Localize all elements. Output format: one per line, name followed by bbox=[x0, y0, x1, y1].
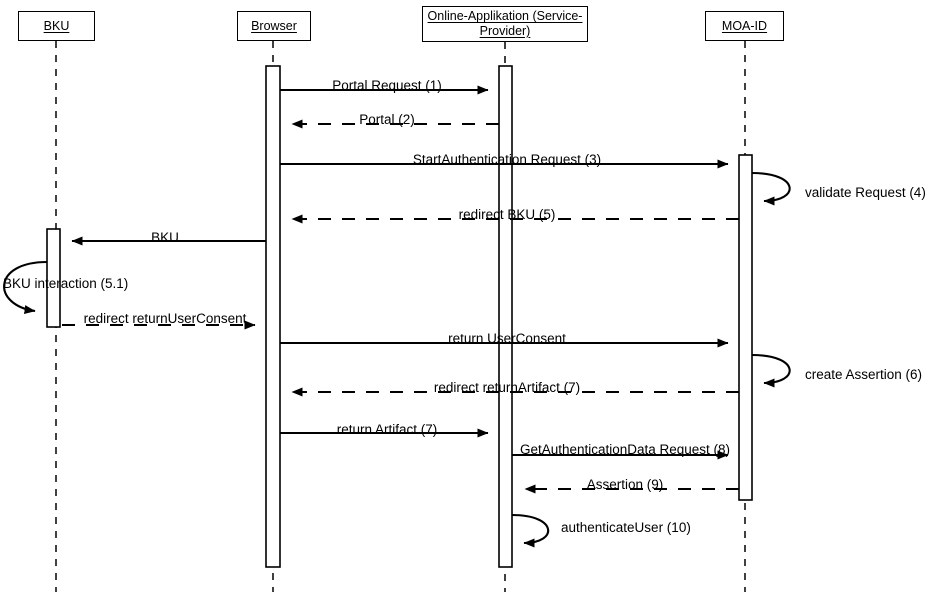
arrow-validate-request bbox=[751, 171, 791, 206]
message-label-redirect-bku: redirect BKU (5) bbox=[458, 207, 556, 222]
message-label-portal-request: Portal Request (1) bbox=[332, 78, 442, 93]
participant-box-browser[interactable]: Browser bbox=[237, 11, 311, 41]
message-label-redirect-returnartifact: redirect returnArtifact (7) bbox=[433, 380, 581, 395]
participant-label-moa-id: MOA-ID bbox=[721, 18, 768, 33]
activation-moaid bbox=[738, 154, 753, 501]
message-arrows bbox=[3, 85, 791, 548]
activation-bars bbox=[46, 65, 753, 568]
message-label-create-assertion: create Assertion (6) bbox=[805, 367, 923, 382]
message-label-startauthentication-request: StartAuthentication Request (3) bbox=[412, 152, 602, 167]
activation-oa bbox=[498, 65, 513, 568]
participant-label-browser: Browser bbox=[251, 18, 297, 33]
participant-label-bku: BKU bbox=[43, 18, 70, 33]
activation-bku bbox=[46, 228, 61, 328]
message-label-getauthenticationdata-request: GetAuthenticationData Request (8) bbox=[519, 442, 731, 457]
message-label-bku-interaction: BKU interaction (5.1) bbox=[3, 276, 129, 291]
message-label-bku: BKU bbox=[151, 230, 179, 245]
participant-box-moa-id[interactable]: MOA-ID bbox=[705, 11, 784, 41]
message-label-validate-request: validate Request (4) bbox=[805, 185, 926, 200]
arrow-authenticateuser bbox=[511, 513, 550, 548]
arrow-create-assertion bbox=[751, 353, 791, 388]
message-label-redirect-returnuserconsent: redirect returnUserConsent bbox=[83, 311, 247, 326]
arrow-bku-interaction bbox=[3, 260, 48, 314]
participant-box-bku[interactable]: BKU bbox=[18, 11, 95, 41]
activation-browser bbox=[265, 65, 281, 568]
message-label-authenticateuser: authenticateUser (10) bbox=[561, 520, 691, 535]
message-label-return-userconsent: return UserConsent bbox=[448, 331, 566, 346]
participant-label-online-applikation: Online-Applikation (Service-Provider) bbox=[427, 9, 583, 38]
participant-box-online-applikation[interactable]: Online-Applikation (Service-Provider) bbox=[422, 6, 588, 42]
message-label-assertion: Assertion (9) bbox=[586, 477, 664, 492]
message-label-portal: Portal (2) bbox=[359, 112, 415, 127]
message-label-return-artifact: return Artifact (7) bbox=[336, 422, 438, 437]
